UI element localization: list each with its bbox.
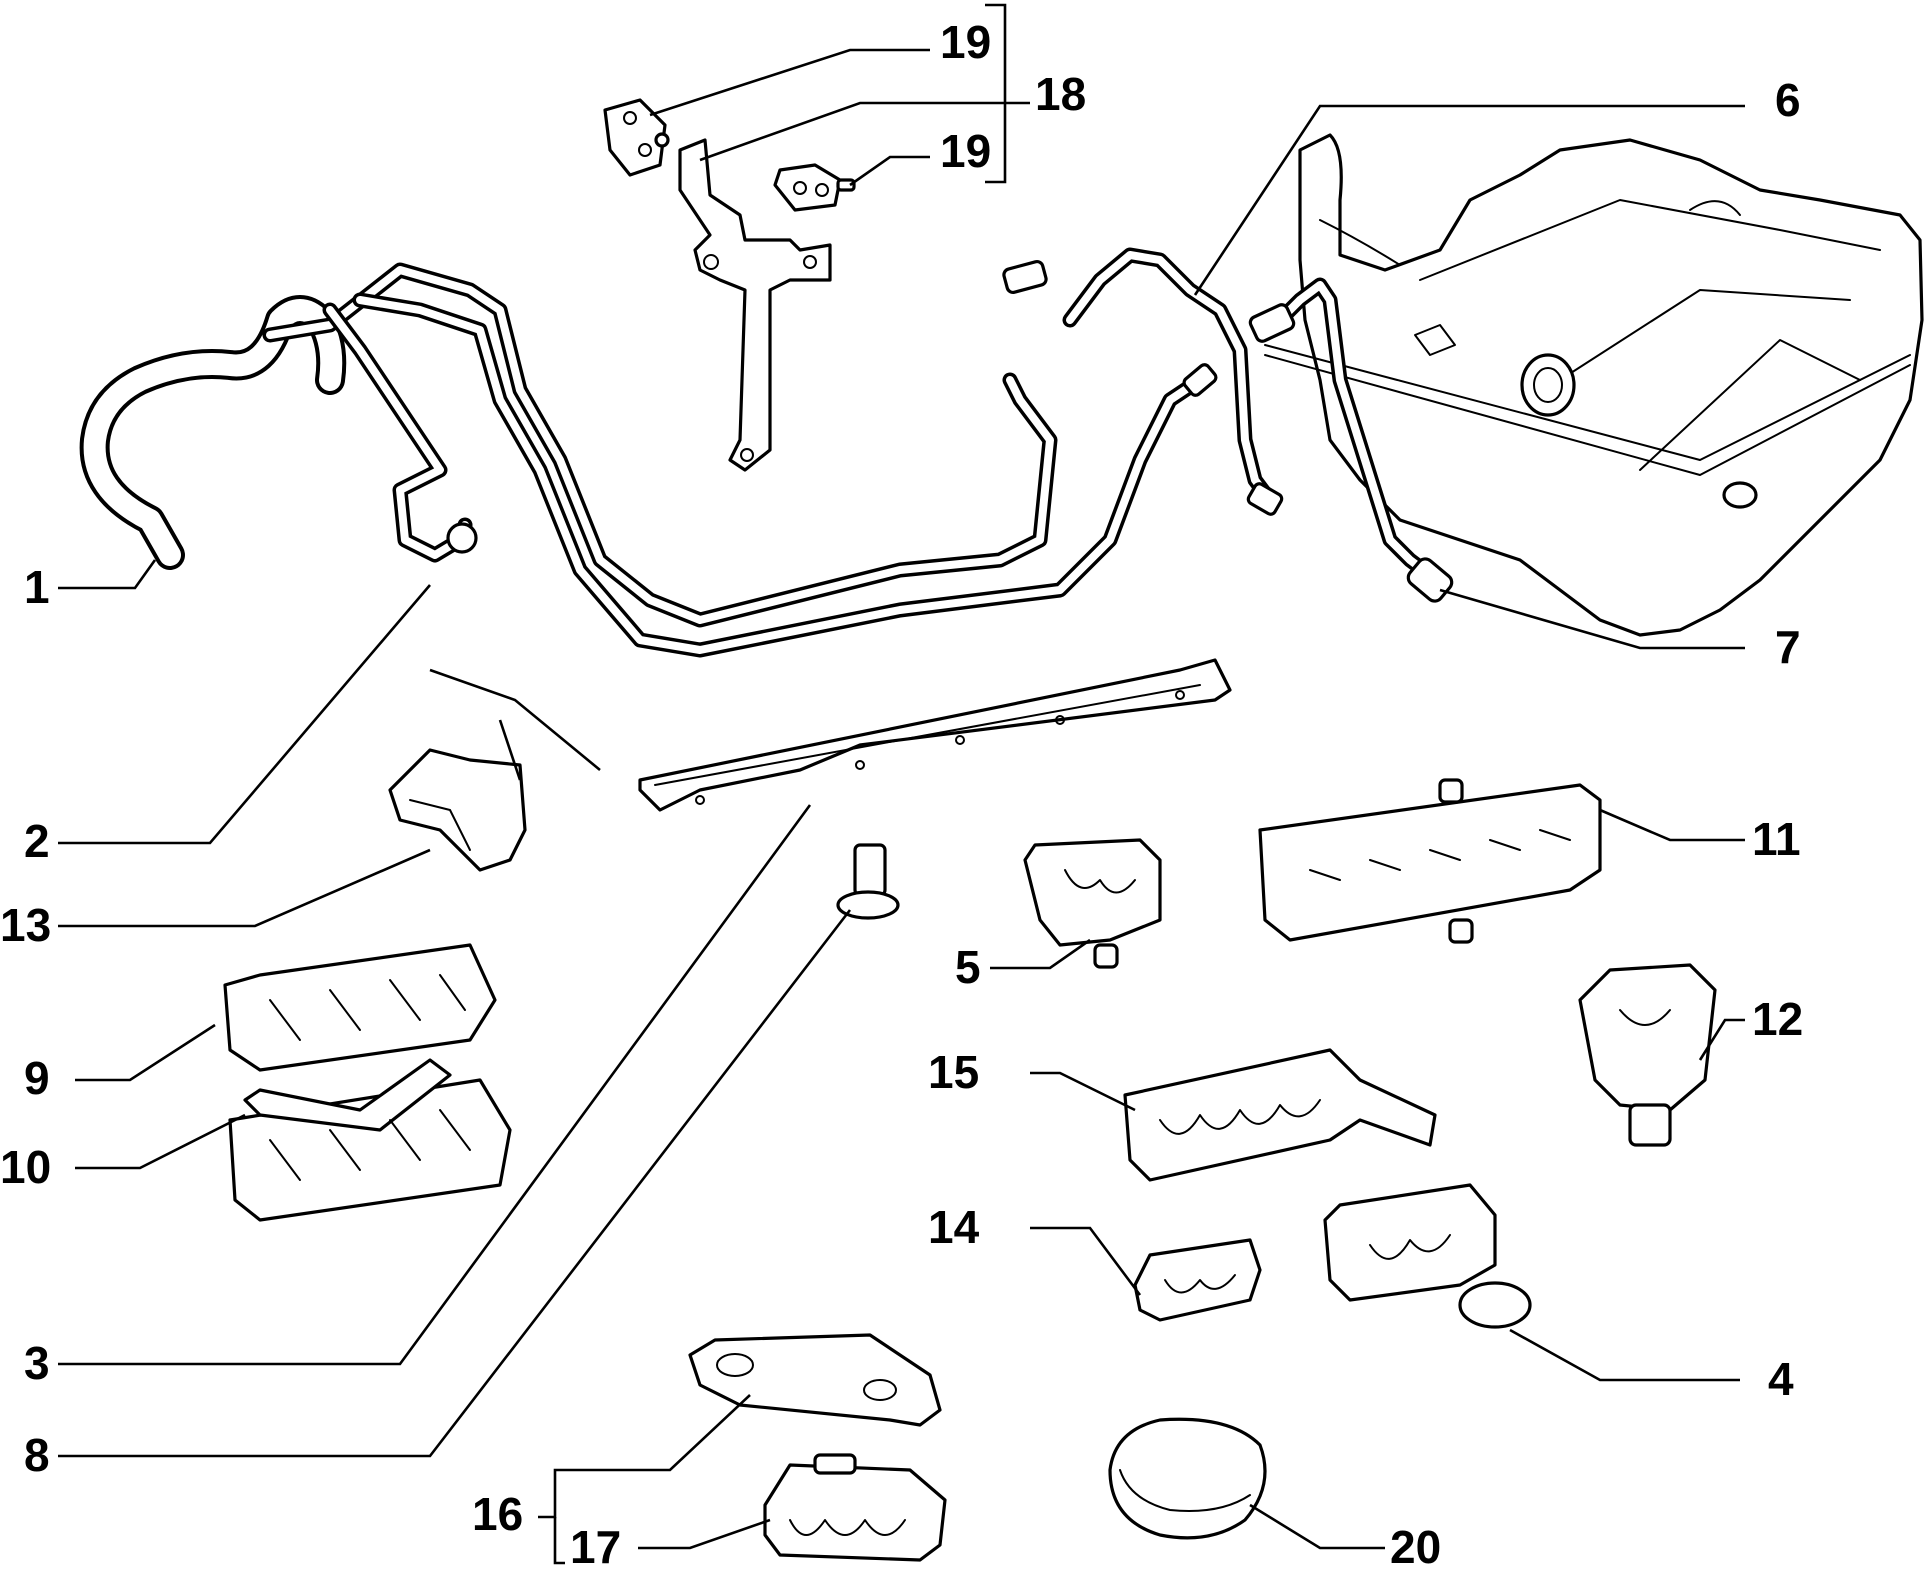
holder-11	[1258, 778, 1602, 944]
clip-17	[763, 1453, 947, 1562]
callout-2: 2	[24, 815, 50, 867]
callout-1: 1	[24, 561, 50, 613]
leader-18-19-bracket	[985, 3, 1007, 184]
callout-14: 14	[928, 1201, 980, 1253]
callout-4: 4	[1768, 1353, 1794, 1405]
leader-lines	[58, 3, 1745, 1565]
holder-5	[1023, 838, 1162, 969]
holder-9	[223, 943, 497, 1072]
hose-1	[79, 295, 347, 570]
callout-11: 11	[1752, 813, 1801, 865]
bushing-19-upper	[603, 98, 670, 177]
clip-14	[1133, 1238, 1262, 1322]
callout-7: 7	[1775, 621, 1801, 673]
leader-9	[75, 1023, 216, 1082]
callout-19-lower: 19	[940, 125, 991, 177]
leader-14	[1030, 1226, 1142, 1296]
leader-1	[58, 559, 157, 590]
leader-11	[1599, 808, 1745, 842]
clip-13	[388, 748, 527, 872]
leader-2	[58, 584, 431, 845]
callout-17: 17	[570, 1521, 621, 1573]
leader-13	[58, 848, 431, 928]
callout-5: 5	[955, 941, 981, 993]
callout-15: 15	[928, 1046, 979, 1098]
fuel-pipe-bundle	[262, 247, 1284, 658]
leader-3-tail2	[429, 668, 601, 772]
holder-10	[228, 1058, 512, 1222]
callout-6: 6	[1775, 74, 1801, 126]
leader-20	[1249, 1503, 1385, 1550]
bracket-16	[688, 1333, 942, 1427]
rail-3	[638, 658, 1232, 812]
leader-12	[1698, 1018, 1745, 1061]
clip-12	[1578, 963, 1717, 1147]
leader-7	[1439, 588, 1745, 650]
leader-8	[58, 909, 852, 1458]
leader-6	[1193, 104, 1745, 296]
leader-3-tail	[498, 719, 522, 781]
leader-15	[1030, 1071, 1136, 1112]
leader-16-lower	[553, 1517, 565, 1565]
callout-9: 9	[24, 1052, 50, 1104]
leader-17	[638, 1518, 771, 1550]
leader-5	[990, 938, 1091, 970]
holder-15	[1123, 1048, 1437, 1182]
callout-12: 12	[1752, 993, 1803, 1045]
callout-numbers: 1 2 13 9 10 3 8 16 17 20 4 14 15 5 12 11…	[0, 16, 1803, 1573]
bracket-18	[678, 138, 832, 472]
callout-19-upper: 19	[940, 16, 991, 68]
screw-8	[836, 843, 900, 920]
callout-16: 16	[472, 1488, 523, 1540]
leader-3	[58, 804, 812, 1366]
leader-19a	[649, 48, 930, 117]
callout-8: 8	[24, 1429, 50, 1481]
callout-13: 13	[0, 899, 51, 951]
holder-4	[1323, 1183, 1532, 1329]
fuel-tank	[1264, 133, 1924, 637]
callout-20: 20	[1390, 1521, 1441, 1573]
callout-10: 10	[0, 1141, 51, 1193]
callout-18: 18	[1035, 68, 1086, 120]
leader-4	[1509, 1328, 1740, 1382]
leader-10	[75, 1113, 246, 1170]
leader-18	[699, 101, 1030, 162]
leader-19b	[849, 155, 930, 187]
callout-3: 3	[24, 1337, 50, 1389]
leader-16	[538, 1394, 751, 1519]
plug-20	[1108, 1417, 1267, 1540]
bushing-19-lower	[773, 163, 856, 212]
